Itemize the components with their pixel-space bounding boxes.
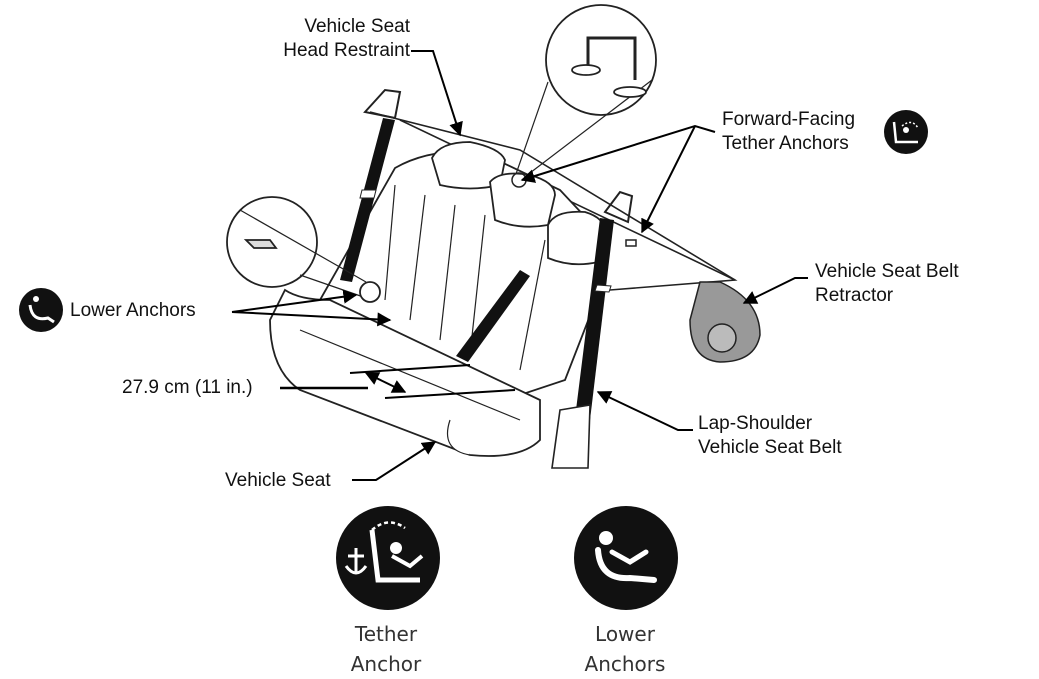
measurement-dimension xyxy=(280,364,516,399)
lower-anchors-caption: Lower Anchors xyxy=(584,622,666,676)
belt-guides xyxy=(363,88,634,224)
retractor-label: Vehicle Seat Belt Retractor xyxy=(815,261,959,306)
lap-shoulder-label: Lap-Shoulder Vehicle Seat Belt xyxy=(698,413,842,458)
tether-small-icon xyxy=(884,110,928,154)
tether-anchor-caption: Tether Anchor xyxy=(350,622,422,676)
lower-anchors-label: Lower Anchors xyxy=(70,300,196,321)
head-restraints xyxy=(431,141,606,266)
tether-anchor-callout xyxy=(515,4,657,177)
lower-anchors-icon xyxy=(574,506,678,610)
lower-anchors-small-icon xyxy=(19,288,63,332)
tether-anchors-label: Forward-Facing Tether Anchors xyxy=(722,109,856,154)
door-trim xyxy=(551,404,591,469)
seat-belts xyxy=(340,118,614,420)
belt-retractor xyxy=(689,281,761,363)
lower-anchor-callout xyxy=(226,196,381,303)
vehicle-seat-label: Vehicle Seat xyxy=(225,470,331,491)
leader-lines xyxy=(231,50,808,481)
measurement-label: 27.9 cm (11 in.) xyxy=(122,377,253,398)
head-restraint-label: Vehicle Seat Head Restraint xyxy=(283,16,410,61)
tether-anchor-icon xyxy=(336,506,440,610)
